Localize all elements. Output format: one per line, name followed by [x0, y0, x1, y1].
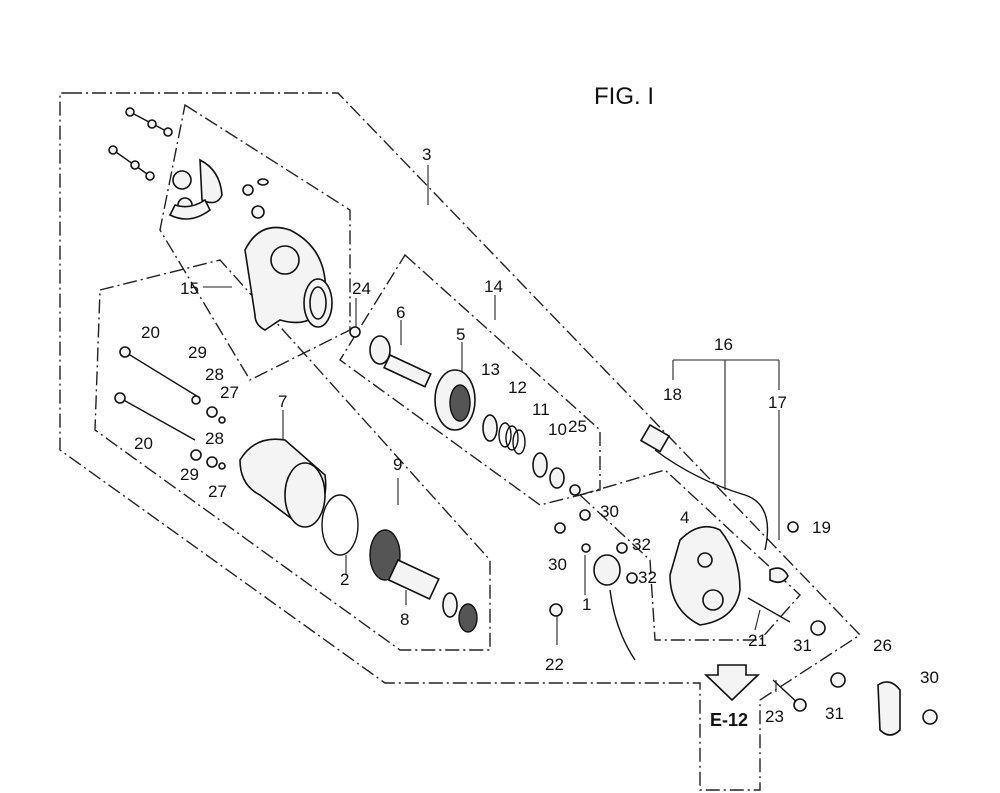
label-14: 14 [484, 277, 503, 296]
part-labels: FIG. I 3 15 14 24 6 5 13 12 11 10 25 20 … [134, 83, 939, 730]
label-25: 25 [568, 417, 587, 436]
label-7: 7 [278, 392, 287, 411]
label-3: 3 [422, 145, 431, 164]
bracket-26 [877, 681, 901, 736]
label-21: 21 [748, 631, 767, 650]
armature-8 [369, 529, 478, 633]
outline-drive-group [339, 253, 601, 506]
label-8: 8 [400, 610, 409, 629]
outline-rear-cover [159, 103, 351, 381]
label-11: 11 [532, 400, 550, 419]
label-16: 16 [714, 335, 733, 354]
label-23: 23 [765, 707, 784, 726]
label-30-middle: 30 [548, 555, 567, 574]
label-29-bottom: 29 [180, 465, 199, 484]
clutch-5 [434, 369, 476, 431]
reference-arrow [704, 664, 760, 702]
label-10: 10 [548, 420, 567, 439]
outline-end-cover-group [578, 469, 801, 641]
label-6: 6 [396, 303, 405, 322]
label-27-bottom: 27 [208, 482, 227, 501]
label-32-upper: 32 [632, 535, 651, 554]
label-13: 13 [481, 360, 500, 379]
bolt-19 [787, 521, 799, 533]
label-15: 15 [180, 279, 199, 298]
yoke-7 [239, 438, 327, 528]
label-4: 4 [680, 508, 689, 527]
figure-title: FIG. I [594, 83, 654, 110]
outline-main-assembly [59, 92, 862, 791]
label-28-top: 28 [205, 365, 224, 384]
label-32-lower: 32 [638, 568, 657, 587]
nut-30-right [922, 709, 938, 725]
label-30-right: 30 [920, 668, 939, 687]
end-cover-4 [669, 525, 741, 626]
cable-16 [639, 423, 789, 584]
label-22: 22 [545, 655, 564, 674]
label-5: 5 [456, 325, 465, 344]
label-19: 19 [812, 518, 831, 537]
label-2: 2 [340, 570, 349, 589]
label-31-lower: 31 [825, 704, 844, 723]
label-29-top: 29 [188, 343, 207, 362]
brush-holder [168, 158, 269, 220]
reference-label: E-12 [710, 710, 748, 730]
label-31-upper: 31 [793, 636, 812, 655]
o-ring-2 [321, 494, 359, 556]
label-20-top: 20 [141, 323, 160, 342]
mounting-bolts-top [108, 107, 173, 181]
drive-shaft-6 [369, 335, 432, 388]
leader-lines [203, 165, 780, 692]
label-30-upper: 30 [600, 502, 619, 521]
label-20-bottom: 20 [134, 434, 153, 453]
label-1: 1 [582, 595, 591, 614]
label-12: 12 [508, 378, 527, 397]
label-28-bottom: 28 [205, 429, 224, 448]
parts [108, 107, 938, 736]
label-27-top: 27 [220, 383, 239, 402]
rear-cover-15 [244, 226, 361, 338]
assembly-outlines [59, 92, 862, 791]
label-18: 18 [663, 385, 682, 404]
label-26: 26 [873, 636, 892, 655]
label-9: 9 [393, 455, 402, 474]
label-17: 17 [768, 393, 787, 412]
label-24: 24 [352, 279, 371, 298]
outline-housing-group [94, 259, 491, 651]
rings-spring [482, 414, 581, 496]
solenoid-1 [549, 509, 638, 661]
through-bolts-20 [114, 346, 226, 470]
